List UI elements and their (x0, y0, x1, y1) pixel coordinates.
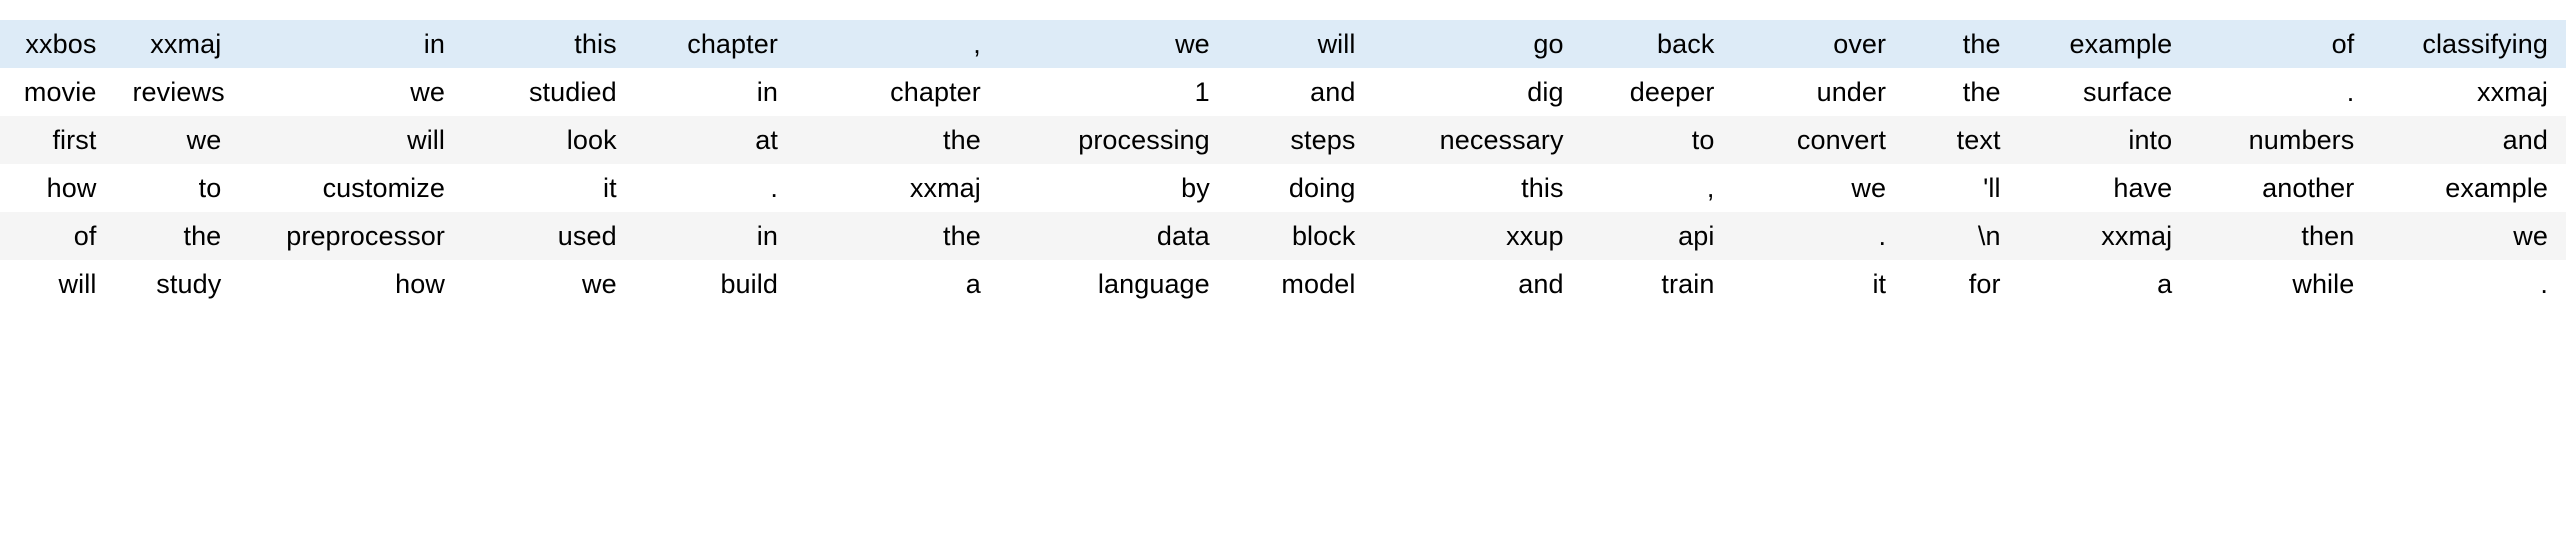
table-cell: and (1373, 260, 1582, 308)
table-cell: 'll (1904, 164, 2019, 212)
table-cell: over (1732, 20, 1905, 68)
table-body: xxbos xxmaj in this chapter , we will go… (0, 20, 2566, 308)
table-cell: language (998, 260, 1228, 308)
table-cell: we (998, 20, 1228, 68)
table-cell: train (1581, 260, 1733, 308)
table-cell: how (0, 164, 115, 212)
table-cell: we (463, 260, 635, 308)
table-cell: doing (1227, 164, 1374, 212)
table-cell: look (463, 116, 635, 164)
table-cell: a (795, 260, 999, 308)
table-cell: this (1373, 164, 1582, 212)
table-cell: xxbos (0, 20, 115, 68)
table-cell: and (2372, 116, 2566, 164)
table-cell: we (114, 116, 240, 164)
table-cell: into (2018, 116, 2191, 164)
table-cell: the (795, 212, 999, 260)
table-cell: text (1904, 116, 2019, 164)
table-cell: will (239, 116, 464, 164)
table-cell: first (0, 116, 115, 164)
table-cell: to (114, 164, 240, 212)
table-cell: used (463, 212, 635, 260)
table-cell: under (1732, 68, 1905, 116)
table-cell: back (1581, 20, 1733, 68)
table-cell: to (1581, 116, 1733, 164)
table-cell: go (1373, 20, 1582, 68)
table-cell: in (634, 68, 796, 116)
table-row: will study how we build a language model… (0, 260, 2566, 308)
table-cell: xxmaj (2372, 68, 2566, 116)
table-cell: numbers (2190, 116, 2373, 164)
table-cell: and (1227, 68, 1374, 116)
table-cell: of (2190, 20, 2373, 68)
table-cell: build (634, 260, 796, 308)
table-cell: necessary (1373, 116, 1582, 164)
table-cell: steps (1227, 116, 1374, 164)
table-cell: we (1732, 164, 1905, 212)
table-cell: a (2018, 260, 2191, 308)
table-cell: it (463, 164, 635, 212)
table-cell: we (2372, 212, 2566, 260)
table-cell: reviews (114, 68, 240, 116)
table-cell: the (1904, 20, 2019, 68)
table-cell: xxmaj (114, 20, 240, 68)
table-cell: studied (463, 68, 635, 116)
table-cell: . (2372, 260, 2566, 308)
table-cell: example (2372, 164, 2566, 212)
table-cell: api (1581, 212, 1733, 260)
table-cell: chapter (634, 20, 796, 68)
table-cell: it (1732, 260, 1905, 308)
table-row: how to customize it . xxmaj by doing thi… (0, 164, 2566, 212)
table-row: xxbos xxmaj in this chapter , we will go… (0, 20, 2566, 68)
table-cell: surface (2018, 68, 2191, 116)
table-cell: of (0, 212, 115, 260)
table-cell: preprocessor (239, 212, 464, 260)
table-cell: the (795, 116, 999, 164)
table-cell: example (2018, 20, 2191, 68)
table-cell: in (634, 212, 796, 260)
table-cell: processing (998, 116, 1228, 164)
table-cell: data (998, 212, 1228, 260)
table-cell: . (1732, 212, 1905, 260)
table-cell: customize (239, 164, 464, 212)
table-cell: classifying (2372, 20, 2566, 68)
table-cell: , (795, 20, 999, 68)
table-cell: deeper (1581, 68, 1733, 116)
table-cell: xxup (1373, 212, 1582, 260)
table-cell: we (239, 68, 464, 116)
table-row: of the preprocessor used in the data blo… (0, 212, 2566, 260)
table-cell: dig (1373, 68, 1582, 116)
table-cell: , (1581, 164, 1733, 212)
table-cell: xxmaj (795, 164, 999, 212)
table-cell: . (2190, 68, 2373, 116)
table-row: movie reviews we studied in chapter 1 an… (0, 68, 2566, 116)
table-cell: 1 (998, 68, 1228, 116)
table-cell: in (239, 20, 464, 68)
table-cell: for (1904, 260, 2019, 308)
table-cell: convert (1732, 116, 1905, 164)
table-cell: \n (1904, 212, 2019, 260)
table-cell: how (239, 260, 464, 308)
table-cell: the (1904, 68, 2019, 116)
table-cell: model (1227, 260, 1374, 308)
table-cell: will (0, 260, 115, 308)
table-cell: then (2190, 212, 2373, 260)
table-row: first we will look at the processing ste… (0, 116, 2566, 164)
table-cell: block (1227, 212, 1374, 260)
table-cell: while (2190, 260, 2373, 308)
table-cell: at (634, 116, 796, 164)
table-cell: movie (0, 68, 115, 116)
table-cell: chapter (795, 68, 999, 116)
table-cell: this (463, 20, 635, 68)
tokenized-text-table: xxbos xxmaj in this chapter , we will go… (0, 20, 2566, 308)
table-cell: . (634, 164, 796, 212)
table-cell: by (998, 164, 1228, 212)
table-cell: xxmaj (2018, 212, 2191, 260)
table-cell: study (114, 260, 240, 308)
table-cell: the (114, 212, 240, 260)
table-cell: have (2018, 164, 2191, 212)
table-cell: another (2190, 164, 2373, 212)
table-cell: will (1227, 20, 1374, 68)
